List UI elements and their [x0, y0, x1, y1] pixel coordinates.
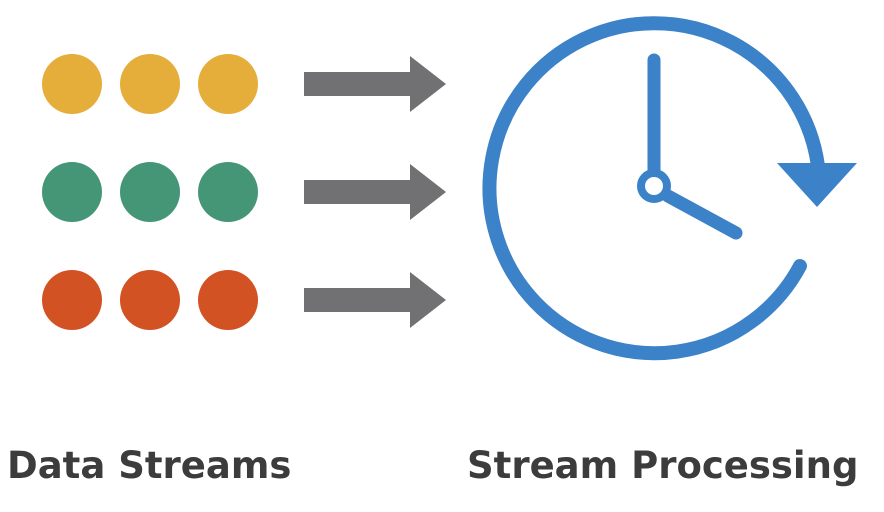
data-streams-group: [42, 54, 258, 330]
stream-3-dot: [198, 270, 258, 330]
stream-3-dot: [120, 270, 180, 330]
clock-center-hub: [637, 169, 671, 203]
stream-processing-label: Stream Processing: [467, 444, 859, 487]
stream-1-dot: [120, 54, 180, 114]
stream-3-dot: [42, 270, 102, 330]
stream-2-dot: [198, 162, 258, 222]
clock-icon: [482, 16, 857, 361]
stream-2-dot: [120, 162, 180, 222]
stream-1-dot: [198, 54, 258, 114]
stream-1-dot: [42, 54, 102, 114]
clock-arrowhead-icon: [777, 163, 857, 207]
clock-hour-hand: [661, 189, 743, 240]
stream-2-dot: [42, 162, 102, 222]
flow-arrows-group: [304, 56, 446, 328]
clock-circular-arrow-arc: [482, 16, 825, 361]
flow-arrow-icon: [304, 56, 446, 112]
flow-arrow-icon: [304, 272, 446, 328]
data-streams-label: Data Streams: [7, 444, 292, 487]
flow-arrow-icon: [304, 164, 446, 220]
